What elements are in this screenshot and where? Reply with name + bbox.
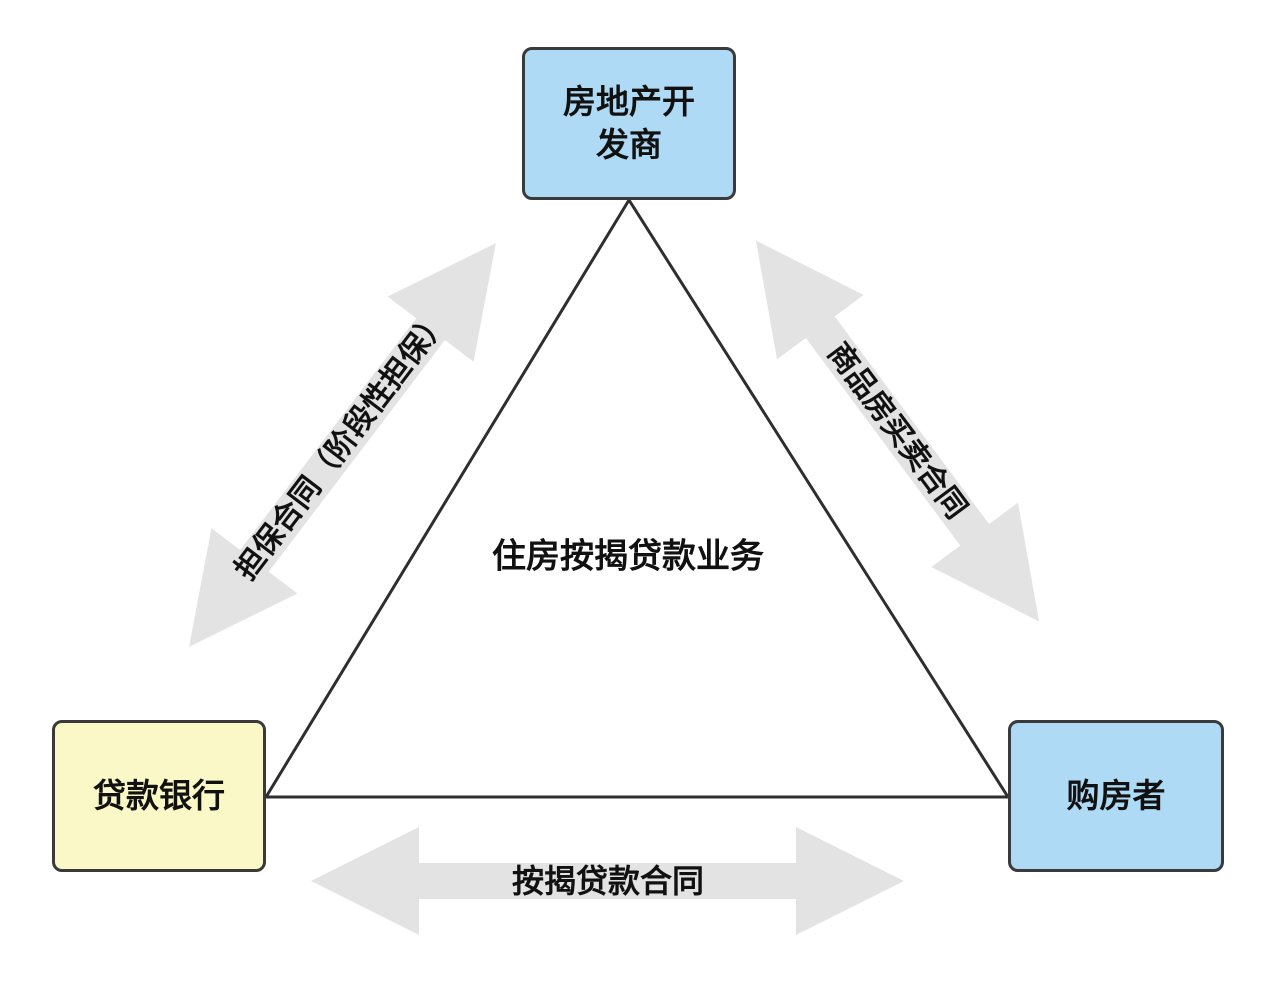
node-buyer-label: 购房者 (1066, 776, 1166, 814)
node-buyer: 购房者 (1008, 720, 1224, 872)
node-developer-label-line2: 发商 (596, 125, 662, 163)
node-developer-label-line1: 房地产开 (563, 82, 695, 120)
guarantee-arrow (189, 243, 496, 647)
sales-arrow (755, 240, 1040, 622)
diagram-center-title: 住房按揭贷款业务 (492, 537, 764, 576)
sales-contract-label: 商品房买卖合同 (821, 336, 974, 525)
node-bank: 贷款银行 (52, 720, 266, 872)
node-bank-label: 贷款银行 (93, 776, 225, 814)
edge-developer-buyer (627, 199, 1010, 798)
mortgage-contract-label: 按揭贷款合同 (512, 863, 704, 899)
node-developer: 房地产开 发商 (522, 47, 736, 200)
edge-developer-bank (264, 199, 631, 798)
